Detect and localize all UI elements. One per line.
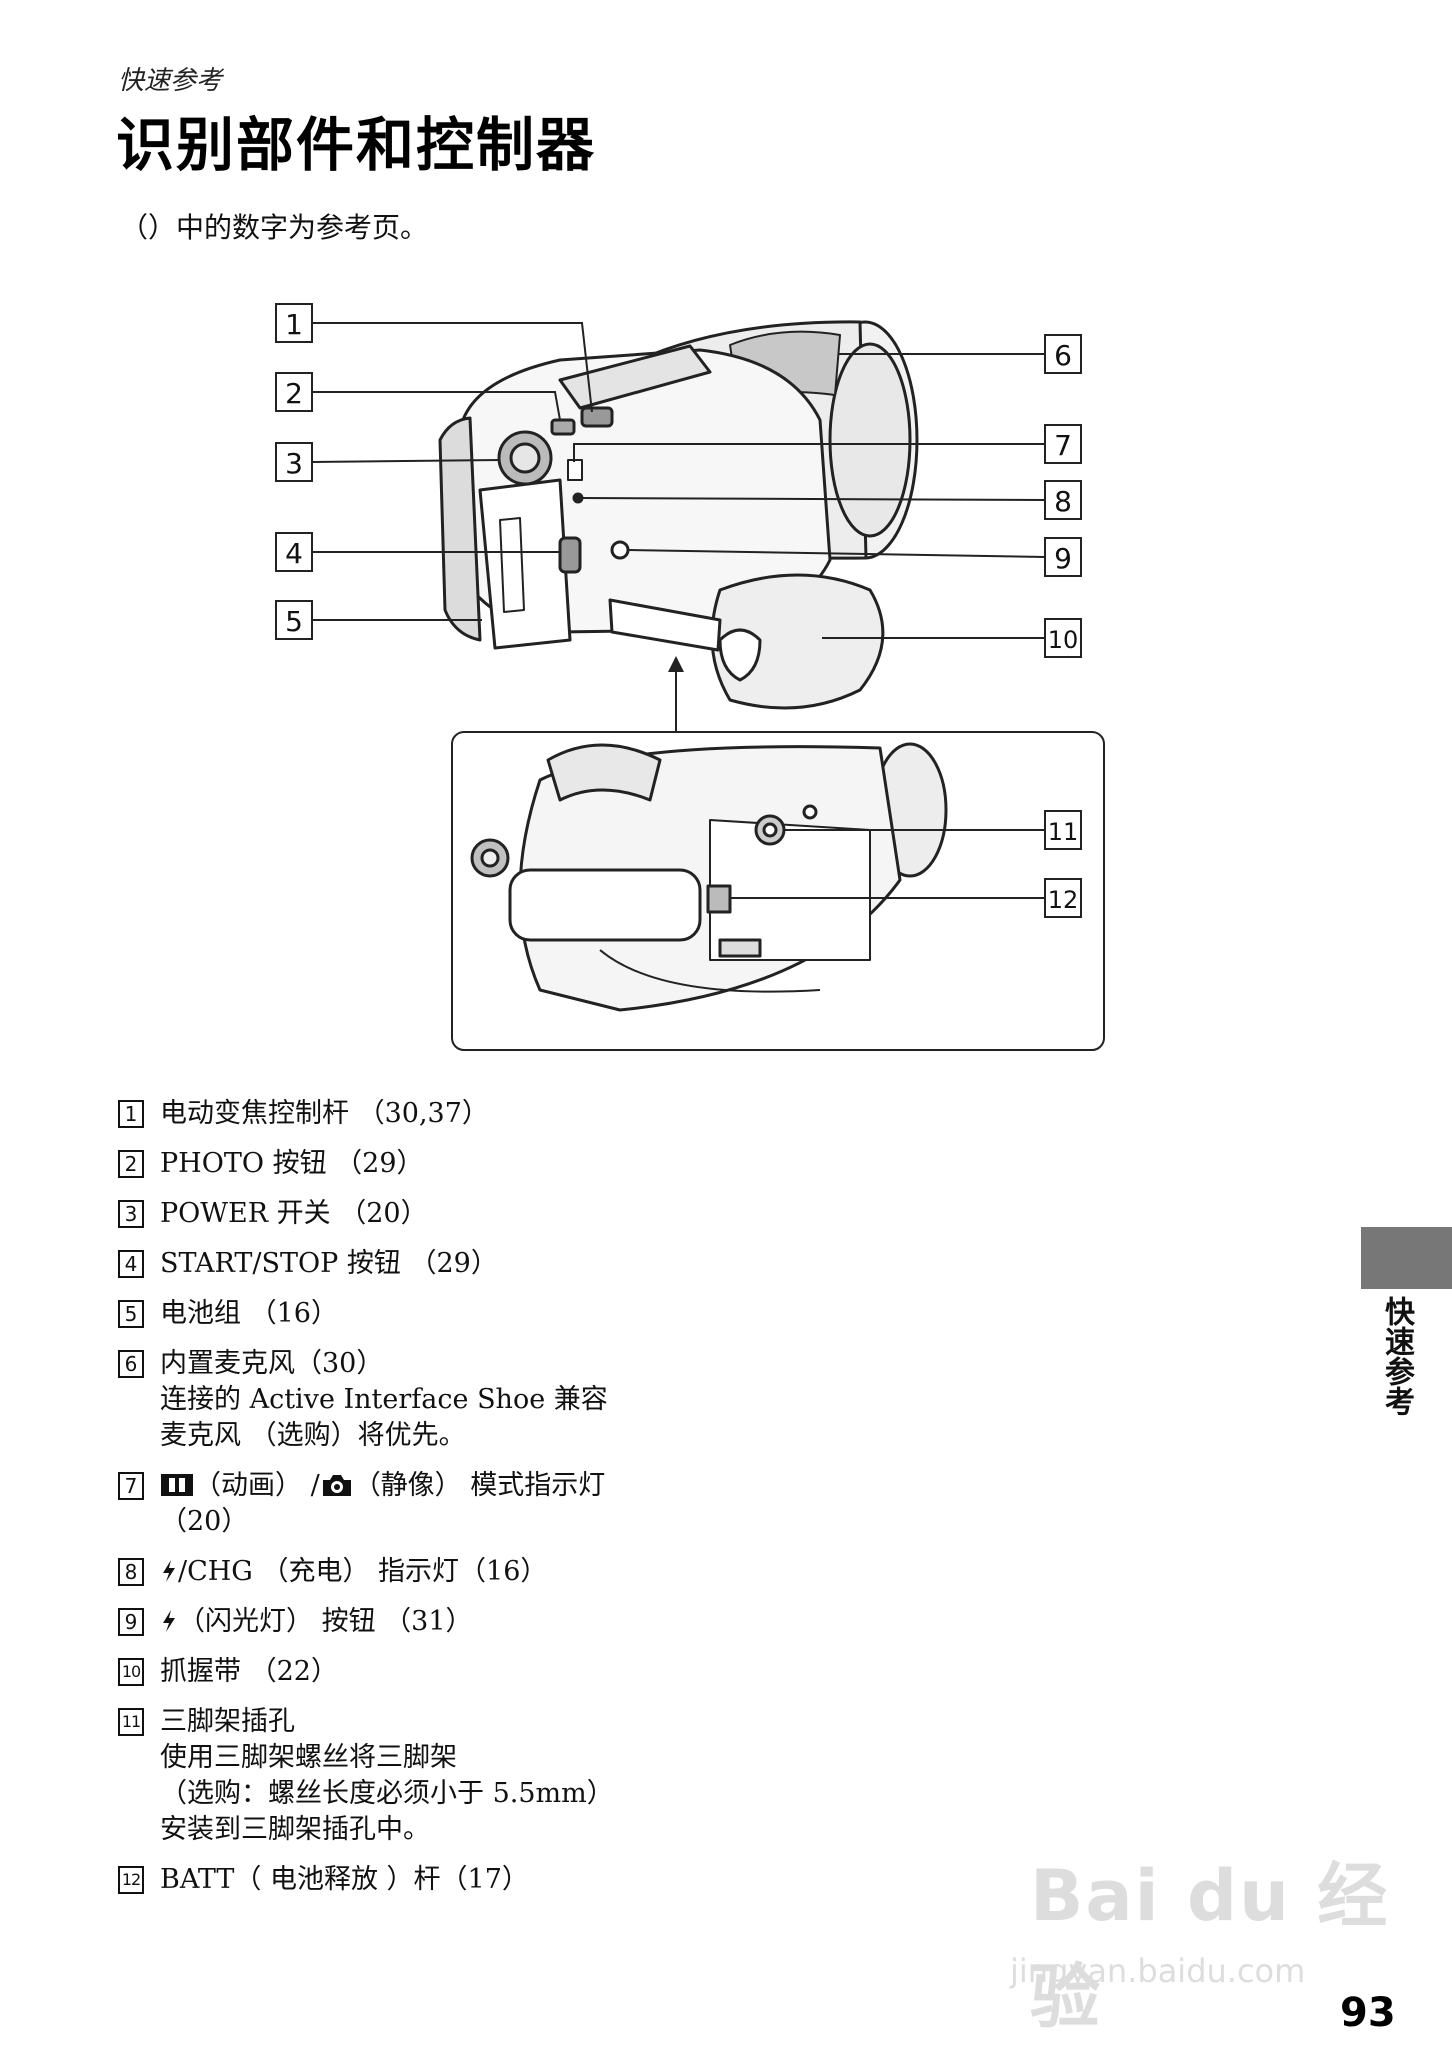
part-item-10: 10 抓握带 （22）	[118, 1654, 758, 1690]
part-text: （20）	[160, 1506, 249, 1537]
part-text: 使用三脚架螺丝将三脚架	[160, 1742, 457, 1773]
callout-4: 4	[275, 532, 313, 572]
part-item-3: 3 POWER 开关 （20）	[118, 1196, 758, 1232]
part-item-11: 11 三脚架插孔 使用三脚架螺丝将三脚架 （选购：螺丝长度必须小于 5.5mm）…	[118, 1704, 758, 1848]
callout-12: 12	[1044, 878, 1082, 918]
part-number: 11	[118, 1708, 144, 1736]
callout-8: 8	[1044, 480, 1082, 520]
part-number: 5	[118, 1300, 144, 1328]
part-text-row: /CHG （充电） 指示灯（16）	[160, 1554, 758, 1590]
callout-2: 2	[275, 372, 313, 412]
part-text: 麦克风 （选购）将优先。	[160, 1420, 466, 1451]
svg-text:6: 6	[1054, 339, 1072, 372]
page-title: 识别部件和控制器	[116, 111, 597, 179]
callout-11: 11	[1044, 810, 1082, 850]
side-tab	[1361, 1227, 1452, 1289]
flash-icon	[163, 1560, 175, 1582]
flash-icon	[163, 1610, 175, 1632]
svg-text:5: 5	[285, 605, 303, 638]
part-number: 8	[118, 1558, 144, 1586]
part-item-4: 4 START/STOP 按钮 （29）	[118, 1246, 758, 1282]
part-number: 3	[118, 1200, 144, 1228]
callout-3: 3	[275, 442, 313, 482]
camera-icon	[322, 1475, 351, 1496]
watermark-url: jingyan.baidu.com	[1010, 1952, 1306, 1990]
part-number: 2	[118, 1150, 144, 1178]
callout-5: 5	[275, 600, 313, 640]
part-number: 7	[118, 1472, 144, 1500]
part-text: PHOTO 按钮 （29）	[160, 1148, 424, 1179]
part-text: 电池组 （16）	[160, 1298, 338, 1329]
callout-9: 9	[1044, 537, 1082, 577]
movie-icon	[161, 1474, 193, 1496]
part-item-5: 5 电池组 （16）	[118, 1296, 758, 1332]
part-number: 10	[118, 1658, 144, 1686]
part-text: （静像） 模式指示灯	[353, 1470, 606, 1501]
part-text-row: （动画） / （静像） 模式指示灯	[160, 1468, 758, 1504]
part-text: /CHG （充电） 指示灯（16）	[178, 1556, 548, 1587]
leader-lines	[311, 322, 1046, 899]
callout-7: 7	[1044, 424, 1082, 464]
svg-text:8: 8	[1054, 485, 1072, 518]
part-text: 安装到三脚架插孔中。	[160, 1814, 430, 1845]
svg-text:7: 7	[1054, 429, 1072, 462]
part-item-6: 6 内置麦克风（30） 连接的 Active Interface Shoe 兼容…	[118, 1346, 758, 1454]
watermark-logo: Bai du 经验	[1030, 1855, 1390, 2038]
part-number: 6	[118, 1350, 144, 1378]
part-text: 连接的 Active Interface Shoe 兼容	[160, 1384, 608, 1415]
part-text: BATT（ 电池释放 ）杆（17）	[160, 1864, 529, 1895]
svg-text:11: 11	[1048, 818, 1079, 846]
camcorder-diagram: 1 2 3 4 5 6 7 8 9 10 11 12	[275, 303, 1105, 1051]
part-item-9: 9 （闪光灯） 按钮 （31）	[118, 1604, 758, 1640]
part-text: （动画） /	[194, 1470, 320, 1501]
page-number: 93	[1340, 1990, 1396, 2036]
part-text: START/STOP 按钮 （29）	[160, 1248, 498, 1279]
part-item-7: 7 （动画） / （静像） 模式指示灯 （20）	[118, 1468, 758, 1540]
part-item-2: 2 PHOTO 按钮 （29）	[118, 1146, 758, 1182]
svg-text:2: 2	[285, 377, 303, 410]
part-text-row: （闪光灯） 按钮 （31）	[160, 1604, 758, 1640]
svg-text:12: 12	[1048, 886, 1079, 914]
part-number: 9	[118, 1608, 144, 1636]
parts-list: 1 电动变焦控制杆 （30,37） 2 PHOTO 按钮 （29） 3 POWE…	[118, 1096, 758, 1912]
part-text: 抓握带 （22）	[160, 1656, 338, 1687]
part-item-12: 12 BATT（ 电池释放 ）杆（17）	[118, 1862, 758, 1898]
svg-text:4: 4	[285, 537, 303, 570]
callout-6: 6	[1044, 334, 1082, 374]
part-text: 电动变焦控制杆 （30,37）	[160, 1098, 489, 1129]
svg-text:1: 1	[285, 308, 303, 341]
part-text: 内置麦克风（30）	[160, 1348, 384, 1379]
part-text: 三脚架插孔	[160, 1706, 295, 1737]
svg-text:10: 10	[1048, 626, 1079, 654]
part-number: 4	[118, 1250, 144, 1278]
part-item-8: 8 /CHG （充电） 指示灯（16）	[118, 1554, 758, 1590]
part-number: 12	[118, 1866, 144, 1894]
section-label: 快速参考	[118, 66, 223, 96]
part-text: POWER 开关 （20）	[160, 1198, 428, 1229]
part-number: 1	[118, 1100, 144, 1128]
part-item-1: 1 电动变焦控制杆 （30,37）	[118, 1096, 758, 1132]
camcorder-drawing	[438, 320, 919, 710]
callout-10: 10	[1044, 618, 1082, 658]
side-tab-label: 快速参考	[1379, 1296, 1414, 1416]
svg-text:3: 3	[285, 447, 303, 480]
camcorder-bottom-drawing	[470, 742, 948, 1012]
callout-1: 1	[275, 303, 313, 343]
part-text: （选购：螺丝长度必须小于 5.5mm）	[160, 1778, 614, 1809]
svg-text:9: 9	[1054, 542, 1072, 575]
part-text: （闪光灯） 按钮 （31）	[178, 1606, 473, 1637]
intro-text: （）中的数字为参考页。	[120, 211, 429, 244]
